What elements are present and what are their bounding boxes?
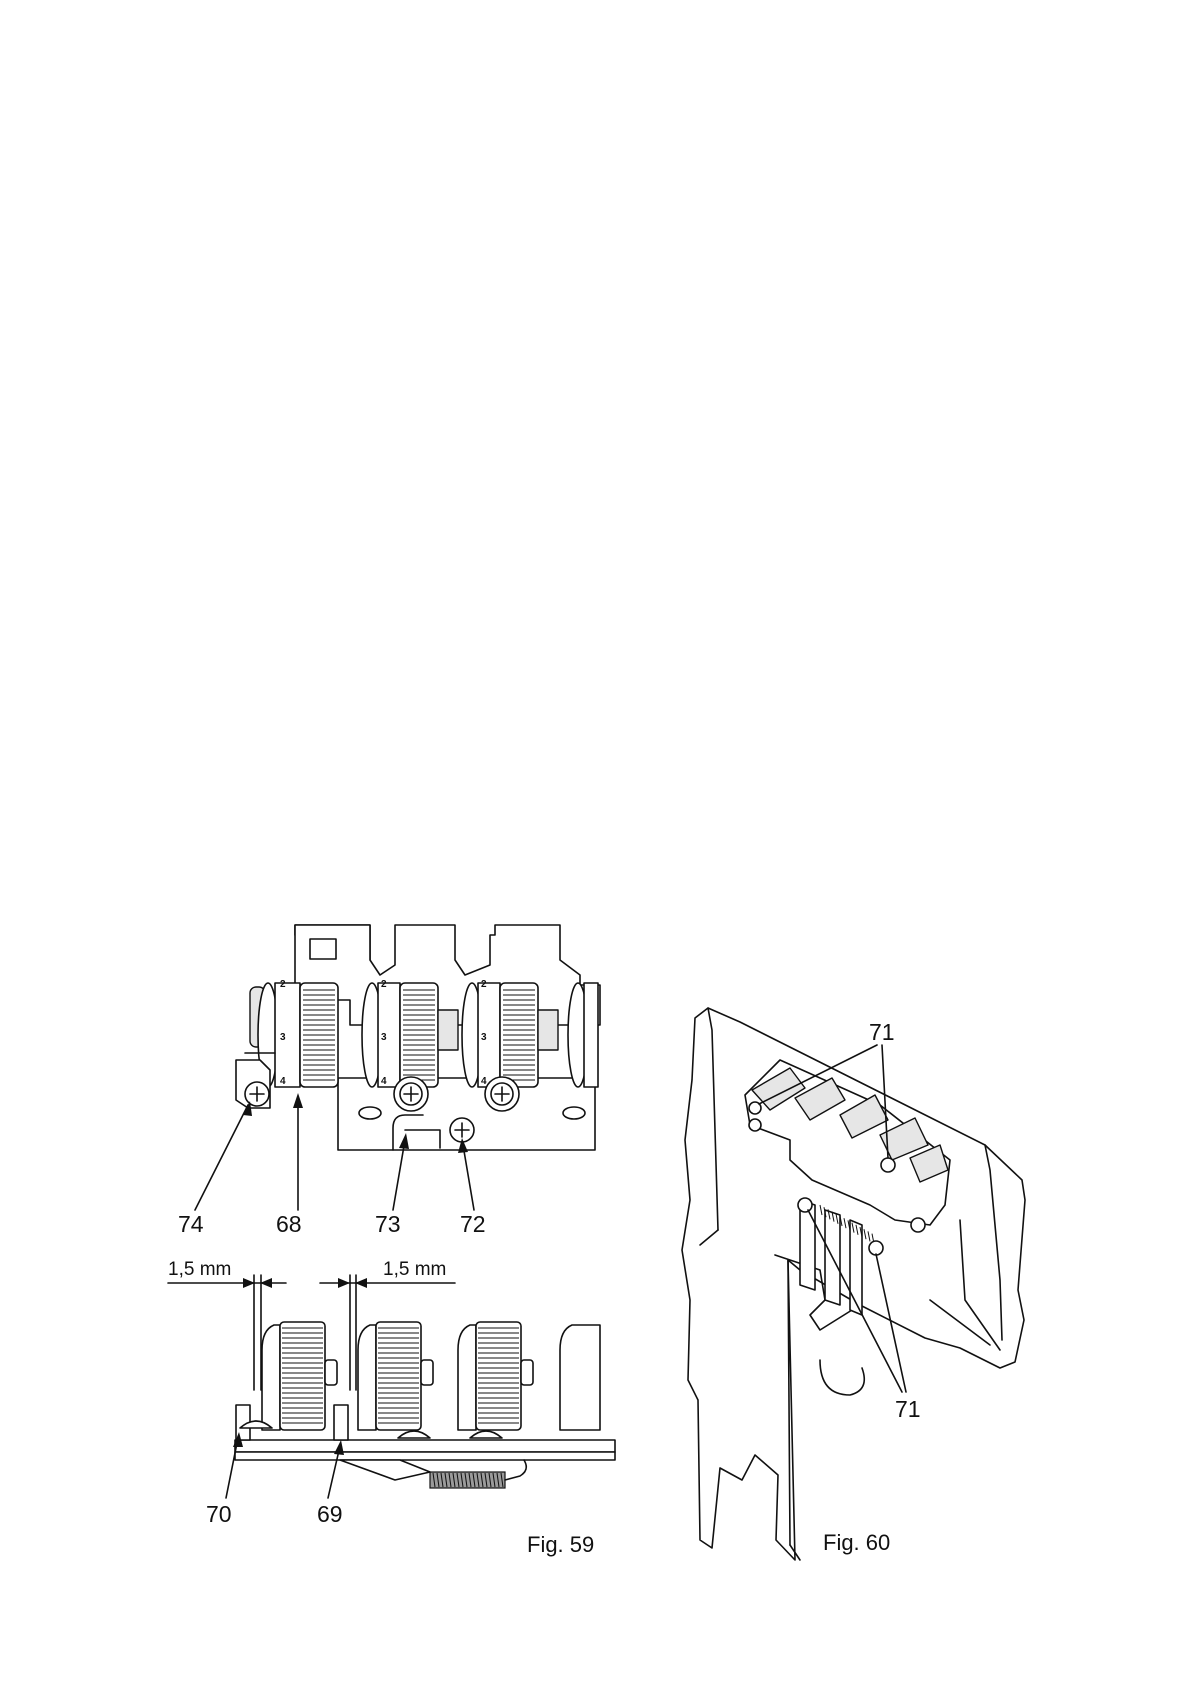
callout-69: 69 [317,1501,343,1527]
fig60-view [682,1008,1025,1560]
callout-71-bottom: 71 [895,1396,921,1422]
dial-3-k1: 3 [280,1032,286,1043]
dial-2-k2: 2 [381,979,387,990]
dial-4-k3: 4 [481,1076,487,1087]
callout-73: 73 [375,1211,401,1237]
dial-3-k3: 3 [481,1032,487,1043]
knob-partial [568,983,598,1087]
screw-74 [245,1082,269,1106]
screw-under-knob2 [394,1077,428,1111]
callout-68: 68 [276,1211,302,1237]
callout-72: 72 [460,1211,486,1237]
dial-2-k3: 2 [481,979,487,990]
screw-under-knob3 [485,1077,519,1111]
fig59-caption: Fig. 59 [527,1532,594,1557]
callout-70: 70 [206,1501,232,1527]
fig59-front-view [168,1275,615,1498]
dial-2-k1: 2 [280,979,286,990]
fig59-top-view: 2 3 4 2 3 4 2 3 4 [195,925,600,1210]
fig60-caption: Fig. 60 [823,1530,890,1555]
dimension-left: 1,5 mm [168,1259,231,1280]
stop-69 [334,1405,348,1440]
dial-4-k1: 4 [280,1076,286,1087]
callout-71-top: 71 [869,1019,895,1045]
dial-3-k2: 3 [381,1032,387,1043]
dimension-right: 1,5 mm [383,1259,446,1280]
dial-4-k2: 4 [381,1076,387,1087]
callout-74: 74 [178,1211,204,1237]
